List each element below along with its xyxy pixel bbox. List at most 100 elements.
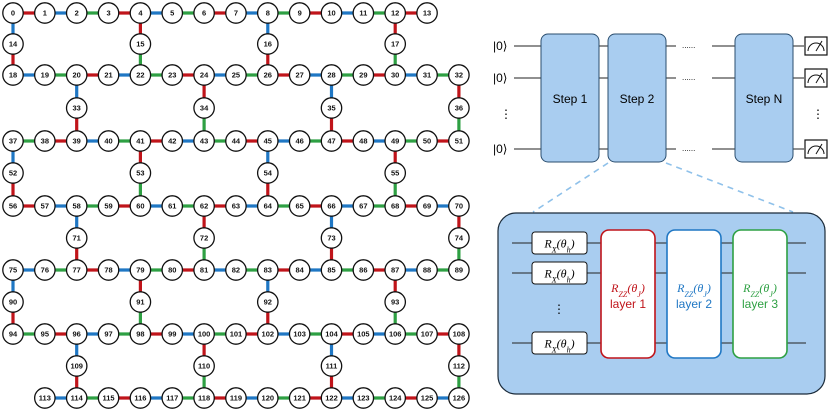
qubit-circle: [320, 387, 343, 409]
qubit-node: 65: [288, 195, 311, 217]
qubit-label: 49: [391, 137, 399, 146]
qubit-label: 33: [73, 104, 81, 113]
rx-gate-label: RX(θh): [543, 337, 574, 355]
qubit-node: 121: [288, 387, 311, 409]
qubit-label: 64: [264, 202, 273, 211]
qubit-node: 53: [129, 162, 152, 184]
qubit-circle: [416, 323, 438, 345]
qubit-node: 70: [448, 195, 470, 217]
qubit-node: 1: [33, 2, 56, 24]
qubit-circle: [193, 97, 215, 119]
qubit-node: 102: [256, 323, 279, 345]
qubit-label: 18: [9, 71, 17, 80]
qubit-label: 63: [232, 202, 240, 211]
qubit-node: 8: [256, 2, 279, 24]
qubit-label: 9: [298, 9, 302, 18]
qubit-node: 0: [2, 2, 24, 24]
qubit-circle: [225, 130, 247, 152]
step-n-text: Step N: [746, 92, 783, 106]
qubit-label: 42: [168, 137, 176, 146]
qubit-node: 107: [416, 323, 438, 345]
qubit-circle: [320, 130, 343, 152]
qubit-label: 93: [391, 298, 399, 307]
qubit-node: 78: [97, 259, 120, 281]
qubit-node: 3: [97, 2, 120, 24]
quantum-circuit: |0⟩ |0⟩ ⋮ |0⟩ ...... ...... ...... ⋮ Ste…: [493, 33, 828, 213]
qubit-node: 125: [416, 387, 438, 409]
qubit-label: 92: [264, 298, 272, 307]
qubit-label: 25: [232, 71, 240, 80]
qubit-node: 80: [161, 259, 184, 281]
qubit-label: 51: [455, 137, 463, 146]
qubit-circle: [33, 2, 56, 24]
qubit-node: 123: [352, 387, 375, 409]
qubit-circle: [416, 387, 438, 409]
qubit-node: 120: [256, 387, 279, 409]
rzz-gate-label: RZZ(θJ): [676, 281, 711, 299]
qubit-circle: [193, 259, 215, 281]
qubit-node: 84: [288, 259, 311, 281]
qubit-circle: [161, 323, 184, 345]
qubit-node: 43: [193, 130, 215, 152]
qubit-node: 73: [320, 227, 343, 249]
qubit-circle: [288, 2, 311, 24]
qubit-circle: [256, 162, 279, 184]
qubit-circle: [193, 387, 215, 409]
qubit-circle: [97, 195, 120, 217]
qubit-circle: [352, 2, 375, 24]
qubit-node: 7: [225, 2, 247, 24]
qubit-circle: [384, 2, 407, 24]
qubit-label: 24: [200, 71, 209, 80]
ket-label: |0⟩: [493, 71, 507, 85]
qubit-circle: [129, 387, 152, 409]
qubit-node: 97: [97, 323, 120, 345]
layer-label: layer 3: [742, 297, 778, 311]
vertical-ellipsis: ⋮: [500, 107, 512, 121]
qubit-circle: [129, 259, 152, 281]
qubit-circle: [384, 130, 407, 152]
qubit-label: 22: [136, 71, 144, 80]
qubit-label: 78: [104, 266, 112, 275]
qubit-label: 117: [166, 394, 178, 403]
qubit-circle: [2, 291, 24, 313]
qubit-circle: [448, 97, 470, 119]
qubit-circle: [384, 162, 407, 184]
qubit-label: 106: [389, 330, 402, 339]
qubit-node: 93: [384, 291, 407, 313]
qubit-label: 116: [134, 394, 146, 403]
qubit-circle: [384, 387, 407, 409]
qubit-circle: [161, 259, 184, 281]
meter-icon: [804, 36, 828, 56]
qubit-circle: [288, 130, 311, 152]
qubit-label: 28: [327, 71, 335, 80]
rx-gate-label: RX(θh): [543, 267, 574, 285]
qubit-label: 107: [421, 330, 434, 339]
qubit-circle: [448, 355, 470, 377]
qubit-circle: [2, 259, 24, 281]
qubit-circle: [65, 259, 88, 281]
qubit-node: 41: [129, 130, 152, 152]
meter-icon: [804, 68, 828, 88]
qubit-label: 32: [455, 71, 463, 80]
qubit-label: 27: [295, 71, 303, 80]
measurement-meters: [804, 36, 828, 159]
qubit-node: 31: [416, 64, 438, 86]
qubit-label: 88: [423, 266, 431, 275]
qubit-node: 5: [161, 2, 184, 24]
qubit-label: 15: [136, 40, 144, 49]
qubit-circle: [2, 33, 24, 55]
qubit-label: 113: [39, 394, 51, 403]
qubit-circle: [129, 33, 152, 55]
qubit-node: 30: [384, 64, 407, 86]
layer-label: layer 2: [676, 297, 712, 311]
qubit-node: 98: [129, 323, 152, 345]
qubit-node: 74: [448, 227, 470, 249]
rx-gates: RX(θh)RX(θh)RX(θh): [531, 231, 588, 355]
qubit-node: 61: [161, 195, 184, 217]
qubit-node: 63: [225, 195, 247, 217]
qubit-label: 20: [73, 71, 81, 80]
qubit-label: 0: [11, 9, 15, 18]
